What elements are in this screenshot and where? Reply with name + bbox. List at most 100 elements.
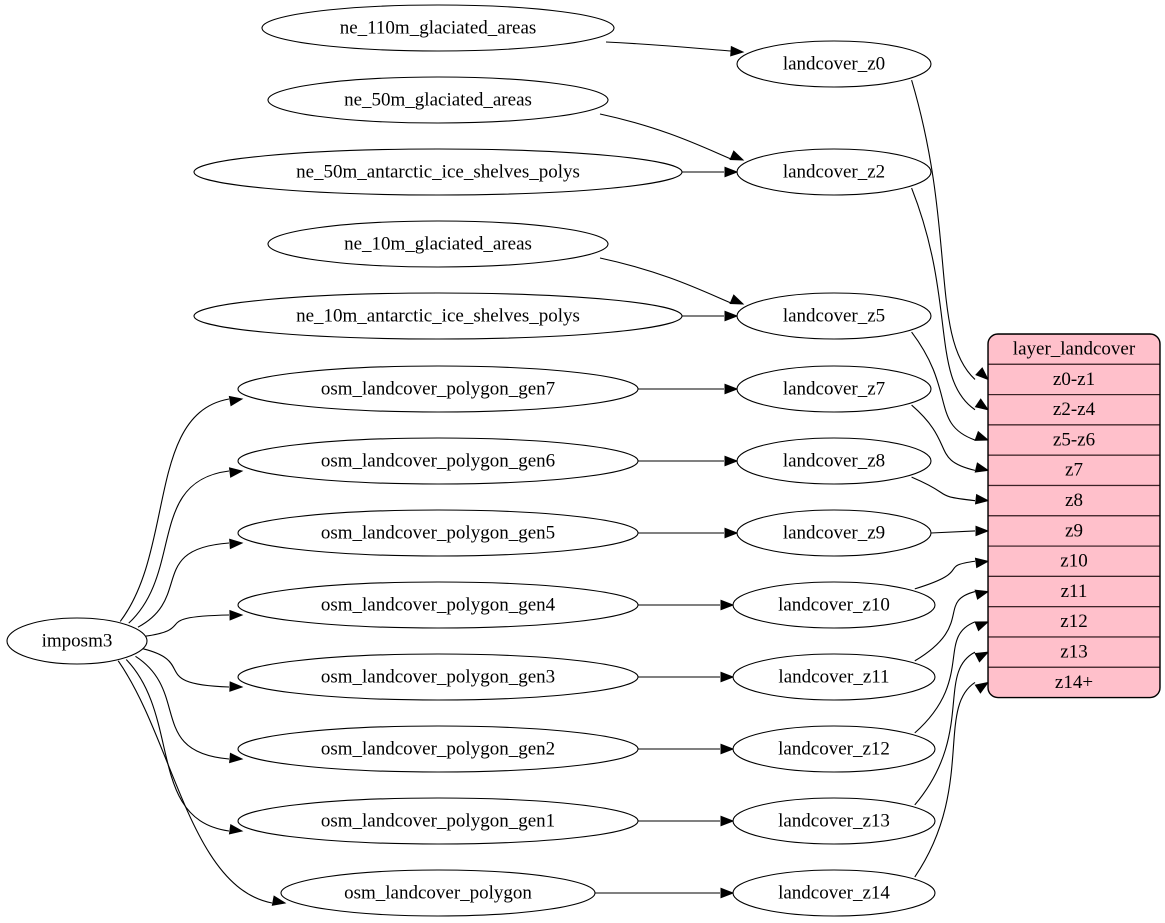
- edge-line: [605, 41, 732, 52]
- node-ellipse: [732, 797, 936, 845]
- edge-arrowhead: [974, 493, 990, 505]
- table-row[interactable]: z2-z4: [988, 394, 1160, 426]
- edge-arrowhead: [729, 294, 745, 305]
- node-landcover_z14[interactable]: landcover_z14: [732, 869, 936, 917]
- node-ellipse: [237, 437, 639, 485]
- table-row-label: z11: [1061, 581, 1088, 602]
- node-ellipse: [267, 76, 609, 124]
- table-row[interactable]: z8: [988, 484, 1160, 517]
- node-ellipse: [736, 365, 932, 413]
- table-row-label: z0-z1: [1053, 369, 1095, 390]
- table-row-label: z13: [1060, 642, 1087, 663]
- edge-landcover_z8-to-row-z8: [911, 476, 990, 505]
- edge-osm_landcover_polygon_gen4-to-landcover_z10: [638, 599, 735, 611]
- node-ellipse: [736, 292, 932, 340]
- table-row[interactable]: z9: [988, 515, 1160, 547]
- edge-landcover_z11-to-row-z11: [914, 589, 990, 662]
- edge-imposm3-to-osm_landcover_polygon_gen3: [143, 648, 244, 692]
- edge-arrowhead: [228, 395, 244, 407]
- edge-line: [911, 187, 976, 411]
- node-landcover_z13[interactable]: landcover_z13: [732, 797, 936, 845]
- node-osm_landcover_polygon[interactable]: osm_landcover_polygon: [280, 869, 596, 917]
- node-label: landcover_z13: [778, 810, 890, 831]
- node-imposm3[interactable]: imposm3: [6, 617, 148, 665]
- node-landcover_z11[interactable]: landcover_z11: [732, 653, 936, 701]
- edge-arrowhead: [974, 589, 990, 600]
- edge-arrowhead: [974, 462, 990, 473]
- node-landcover_z9[interactable]: landcover_z9: [736, 509, 932, 557]
- table-row-label: z7: [1065, 460, 1083, 481]
- node-landcover_z7[interactable]: landcover_z7: [736, 365, 932, 413]
- node-label: osm_landcover_polygon_gen7: [321, 378, 555, 399]
- node-landcover_z8[interactable]: landcover_z8: [736, 437, 932, 485]
- edge-imposm3-to-osm_landcover_polygon_gen6: [128, 467, 244, 624]
- node-ne_10m_glaciated_areas[interactable]: ne_10m_glaciated_areas: [267, 220, 609, 268]
- edge-ne_10m_antarctic_ice_shelves_polys-to-landcover_z5: [682, 310, 739, 322]
- nodes-layer: imposm3 ne_110m_glaciated_areas ne_50m_gla…: [6, 4, 936, 917]
- node-landcover_z5[interactable]: landcover_z5: [736, 292, 932, 340]
- edge-arrowhead: [975, 525, 990, 537]
- table-row[interactable]: z7: [988, 454, 1160, 487]
- edge-arrowhead: [724, 166, 739, 178]
- edge-arrowhead: [720, 743, 735, 755]
- edges-layer: [117, 41, 990, 906]
- node-ne_50m_glaciated_areas[interactable]: ne_50m_glaciated_areas: [267, 76, 609, 124]
- node-ne_110m_glaciated_areas[interactable]: ne_110m_glaciated_areas: [261, 4, 615, 52]
- edge-arrowhead: [229, 752, 244, 764]
- edge-landcover_z13-to-row-z13: [914, 651, 990, 806]
- table-row-cell: [988, 394, 1160, 426]
- node-osm_landcover_polygon_gen3[interactable]: osm_landcover_polygon_gen3: [237, 653, 639, 701]
- node-label: ne_50m_antarctic_ice_shelves_polys: [296, 161, 580, 182]
- node-osm_landcover_polygon_gen1[interactable]: osm_landcover_polygon_gen1: [237, 797, 639, 845]
- node-landcover_z10[interactable]: landcover_z10: [732, 581, 936, 629]
- table-header-label: layer_landcover: [1013, 339, 1136, 360]
- edge-arrowhead: [974, 557, 990, 569]
- node-osm_landcover_polygon_gen7[interactable]: osm_landcover_polygon_gen7: [237, 365, 639, 413]
- edge-ne_110m_glaciated_areas-to-landcover_z0: [605, 41, 745, 57]
- edge-ne_50m_glaciated_areas-to-landcover_z2: [599, 113, 745, 161]
- node-landcover_z12[interactable]: landcover_z12: [732, 725, 936, 773]
- node-landcover_z0[interactable]: landcover_z0: [736, 40, 932, 88]
- node-landcover_z2[interactable]: landcover_z2: [736, 148, 932, 196]
- node-ne_10m_antarctic_ice_shelves_polys[interactable]: ne_10m_antarctic_ice_shelves_polys: [193, 292, 683, 340]
- table-row[interactable]: z5-z6: [988, 424, 1160, 456]
- table-row[interactable]: z12: [988, 606, 1160, 638]
- node-osm_landcover_polygon_gen4[interactable]: osm_landcover_polygon_gen4: [237, 581, 639, 629]
- table-row-label: z14+: [1055, 672, 1093, 693]
- edge-arrowhead: [720, 671, 735, 683]
- edge-line: [143, 648, 230, 688]
- edge-imposm3-to-osm_landcover_polygon_gen7: [119, 395, 244, 622]
- node-ellipse: [280, 869, 596, 917]
- node-ellipse: [237, 509, 639, 557]
- edge-line: [137, 542, 230, 628]
- table-row[interactable]: z11: [988, 575, 1160, 608]
- edge-landcover_z9-to-row-z9: [930, 525, 990, 537]
- edge-line: [599, 113, 732, 160]
- node-ne_50m_antarctic_ice_shelves_polys[interactable]: ne_50m_antarctic_ice_shelves_polys: [193, 148, 683, 196]
- node-label: landcover_z12: [778, 738, 890, 759]
- node-osm_landcover_polygon_gen5[interactable]: osm_landcover_polygon_gen5: [237, 509, 639, 557]
- edge-arrowhead: [724, 455, 739, 467]
- table-row-label: z5-z6: [1053, 429, 1095, 450]
- node-label: ne_10m_glaciated_areas: [344, 233, 532, 254]
- node-label: landcover_z14: [778, 882, 890, 903]
- edge-ne_10m_glaciated_areas-to-landcover_z5: [599, 257, 745, 305]
- edge-osm_landcover_polygon-to-landcover_z14: [595, 887, 735, 899]
- edge-line: [914, 560, 976, 590]
- node-ellipse: [237, 365, 639, 413]
- table-row[interactable]: z13: [988, 636, 1160, 668]
- edge-line: [117, 660, 273, 904]
- node-label: osm_landcover_polygon_gen1: [321, 810, 555, 831]
- edge-arrowhead: [975, 367, 990, 381]
- edge-arrowhead: [228, 824, 244, 835]
- edge-arrowhead: [229, 609, 244, 621]
- table-row-label: z2-z4: [1053, 399, 1096, 420]
- node-osm_landcover_polygon_gen2[interactable]: osm_landcover_polygon_gen2: [237, 725, 639, 773]
- table-row[interactable]: z0-z1: [988, 363, 1160, 396]
- edge-line: [911, 476, 976, 502]
- node-osm_landcover_polygon_gen6[interactable]: osm_landcover_polygon_gen6: [237, 437, 639, 485]
- table-row[interactable]: z14+: [988, 666, 1160, 698]
- table-row[interactable]: z10: [988, 545, 1160, 577]
